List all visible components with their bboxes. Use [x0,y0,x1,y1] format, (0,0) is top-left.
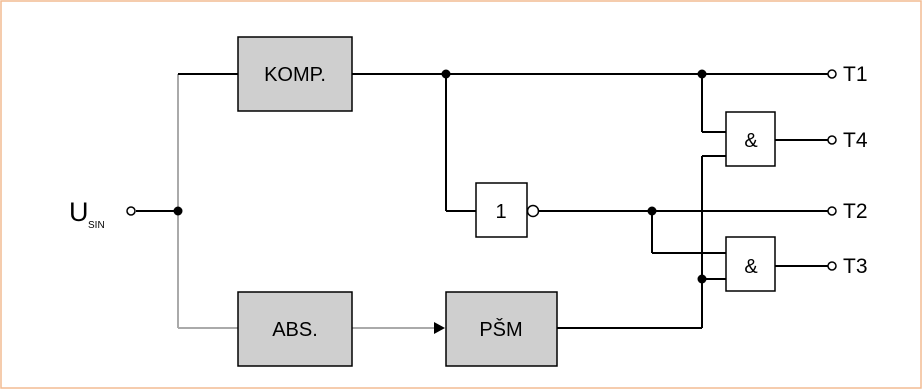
output-label-t2: T2 [843,200,868,223]
komp-block: KOMP. [237,36,353,112]
output-label-t1: T1 [843,63,868,86]
output-t4: T4 [827,129,868,152]
komp-label: KOMP. [264,64,326,86]
terminal-circle [827,69,837,79]
junction-dot [647,206,657,216]
output-label-t4: T4 [843,129,868,152]
output-t3: T3 [827,255,868,278]
gray-wiring [177,74,437,329]
inverter-label: 1 [495,201,506,223]
junction-dot [441,69,451,79]
and-gate-lower: & [725,236,776,292]
input-terminal: U SIN [69,197,136,231]
output-t2: T2 [827,200,868,223]
psm-block: PŠM [445,291,558,367]
terminal-circle [827,206,837,216]
abs-label: ABS. [272,319,318,341]
output-t1: T1 [827,63,868,86]
junctions [173,69,707,284]
signal-arrow [434,322,445,334]
junction-dot [697,274,707,284]
input-terminal-circle [126,206,136,216]
junction-dot [697,69,707,79]
inverter-bubble [526,204,540,218]
input-label-sub: SIN [88,220,105,231]
abs-block: ABS. [237,291,353,367]
output-label-t3: T3 [843,255,868,278]
terminal-circle [827,135,837,145]
psm-label: PŠM [479,318,522,341]
inverter-gate: 1 [475,182,540,238]
and-lower-label: & [744,256,758,278]
input-label-main: U [69,197,89,227]
black-wiring [136,73,828,329]
and-upper-label: & [744,130,758,152]
junction-dot [173,206,183,216]
terminal-circle [827,261,837,271]
and-gate-upper: & [725,111,776,167]
